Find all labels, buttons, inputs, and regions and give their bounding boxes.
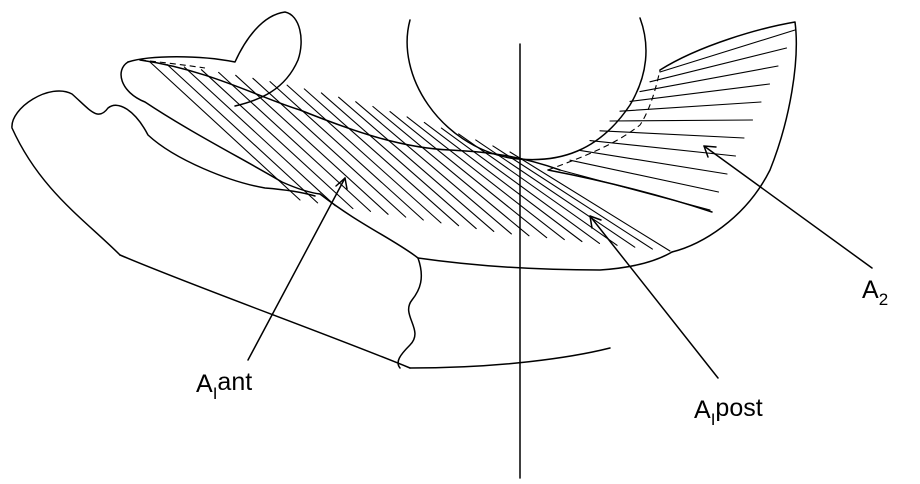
- a1-fibre-line: [459, 134, 617, 245]
- a1-fibre-line: [219, 72, 371, 211]
- a1-fibre-line: [321, 93, 476, 229]
- a1-fibre-line: [476, 140, 635, 247]
- orbit-arc: [407, 18, 646, 160]
- a2-fibre-line: [600, 131, 744, 138]
- a1-fibre-lines: [150, 62, 670, 251]
- jaw-bottom-edge: [410, 348, 610, 368]
- a2-fibre-lines: [560, 30, 795, 210]
- a2-fibre-line: [570, 160, 719, 192]
- a2-fibre-line: [630, 84, 770, 101]
- a1-fibre-line: [304, 89, 458, 226]
- a1-fibre-line: [201, 70, 353, 209]
- anterior-lobe-outline: [121, 62, 320, 194]
- a1-fibre-line: [493, 146, 653, 249]
- a2-fibre-line: [610, 120, 753, 121]
- crest-process: [128, 12, 301, 106]
- a1post-bottom-edge: [418, 252, 672, 270]
- label-a1-post: AIpost: [694, 394, 763, 429]
- jaw-outline-upper: [12, 91, 315, 255]
- label-a2: A2: [862, 276, 888, 309]
- a2-fibre-line: [580, 150, 727, 174]
- leader-a1-ant: [248, 178, 347, 360]
- jaw-outline-lower: [120, 255, 410, 368]
- label-a1-ant: AIant: [196, 368, 252, 403]
- a2-fibre-line: [620, 102, 761, 111]
- a1-fibre-line: [184, 67, 335, 206]
- leader-a1-post: [590, 216, 718, 378]
- a1-fibre-line: [390, 112, 547, 238]
- a1-fibre-line: [407, 117, 564, 240]
- a1-lower-boundary: [320, 194, 421, 368]
- leader-a2: [704, 146, 872, 268]
